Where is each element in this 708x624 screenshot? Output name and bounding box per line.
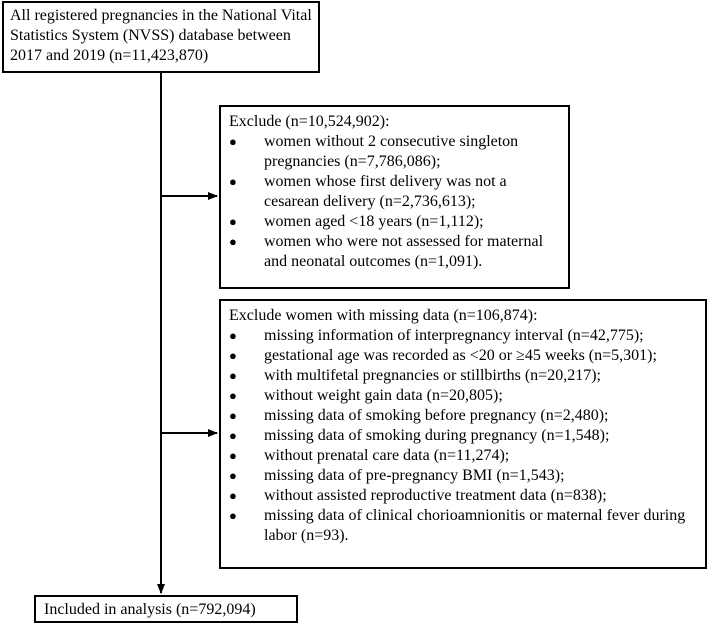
list-item: missing data of clinical chorioamnioniti…	[229, 506, 697, 546]
list-item: without weight gain data (n=20,805);	[229, 386, 697, 406]
list-item: gestational age was recorded as <20 or ≥…	[229, 346, 697, 366]
list-item: without prenatal care data (n=11,274);	[229, 446, 697, 466]
list-item: women who were not assessed for maternal…	[229, 232, 560, 272]
list-item: missing data of smoking during pregnancy…	[229, 426, 697, 446]
list-item: women whose first delivery was not a ces…	[229, 172, 560, 212]
exclusion-box-2: Exclude women with missing data (n=106,8…	[219, 299, 707, 569]
exclusion-2-list: missing information of interpregnancy in…	[229, 326, 697, 546]
list-item: women aged <18 years (n=1,112);	[229, 212, 560, 232]
list-item: missing data of pre-pregnancy BMI (n=1,5…	[229, 466, 697, 486]
exclusion-1-title: Exclude (n=10,524,902):	[229, 113, 390, 130]
list-item: women without 2 consecutive singleton pr…	[229, 132, 560, 172]
exclusion-box-1: Exclude (n=10,524,902): women without 2 …	[219, 105, 570, 289]
list-item: missing information of interpregnancy in…	[229, 326, 697, 346]
included-analysis-text: Included in analysis (n=792,094)	[44, 601, 256, 618]
included-analysis-box: Included in analysis (n=792,094)	[34, 595, 298, 623]
exclusion-2-title: Exclude women with missing data (n=106,8…	[229, 307, 538, 324]
list-item: with multifetal pregnancies or stillbirt…	[229, 366, 697, 386]
exclusion-1-list: women without 2 consecutive singleton pr…	[229, 132, 560, 272]
source-population-text: All registered pregnancies in the Nation…	[10, 7, 312, 64]
list-item: without assisted reproductive treatment …	[229, 486, 697, 506]
list-item: missing data of smoking before pregnancy…	[229, 406, 697, 426]
source-population-box: All registered pregnancies in the Nation…	[2, 1, 320, 73]
